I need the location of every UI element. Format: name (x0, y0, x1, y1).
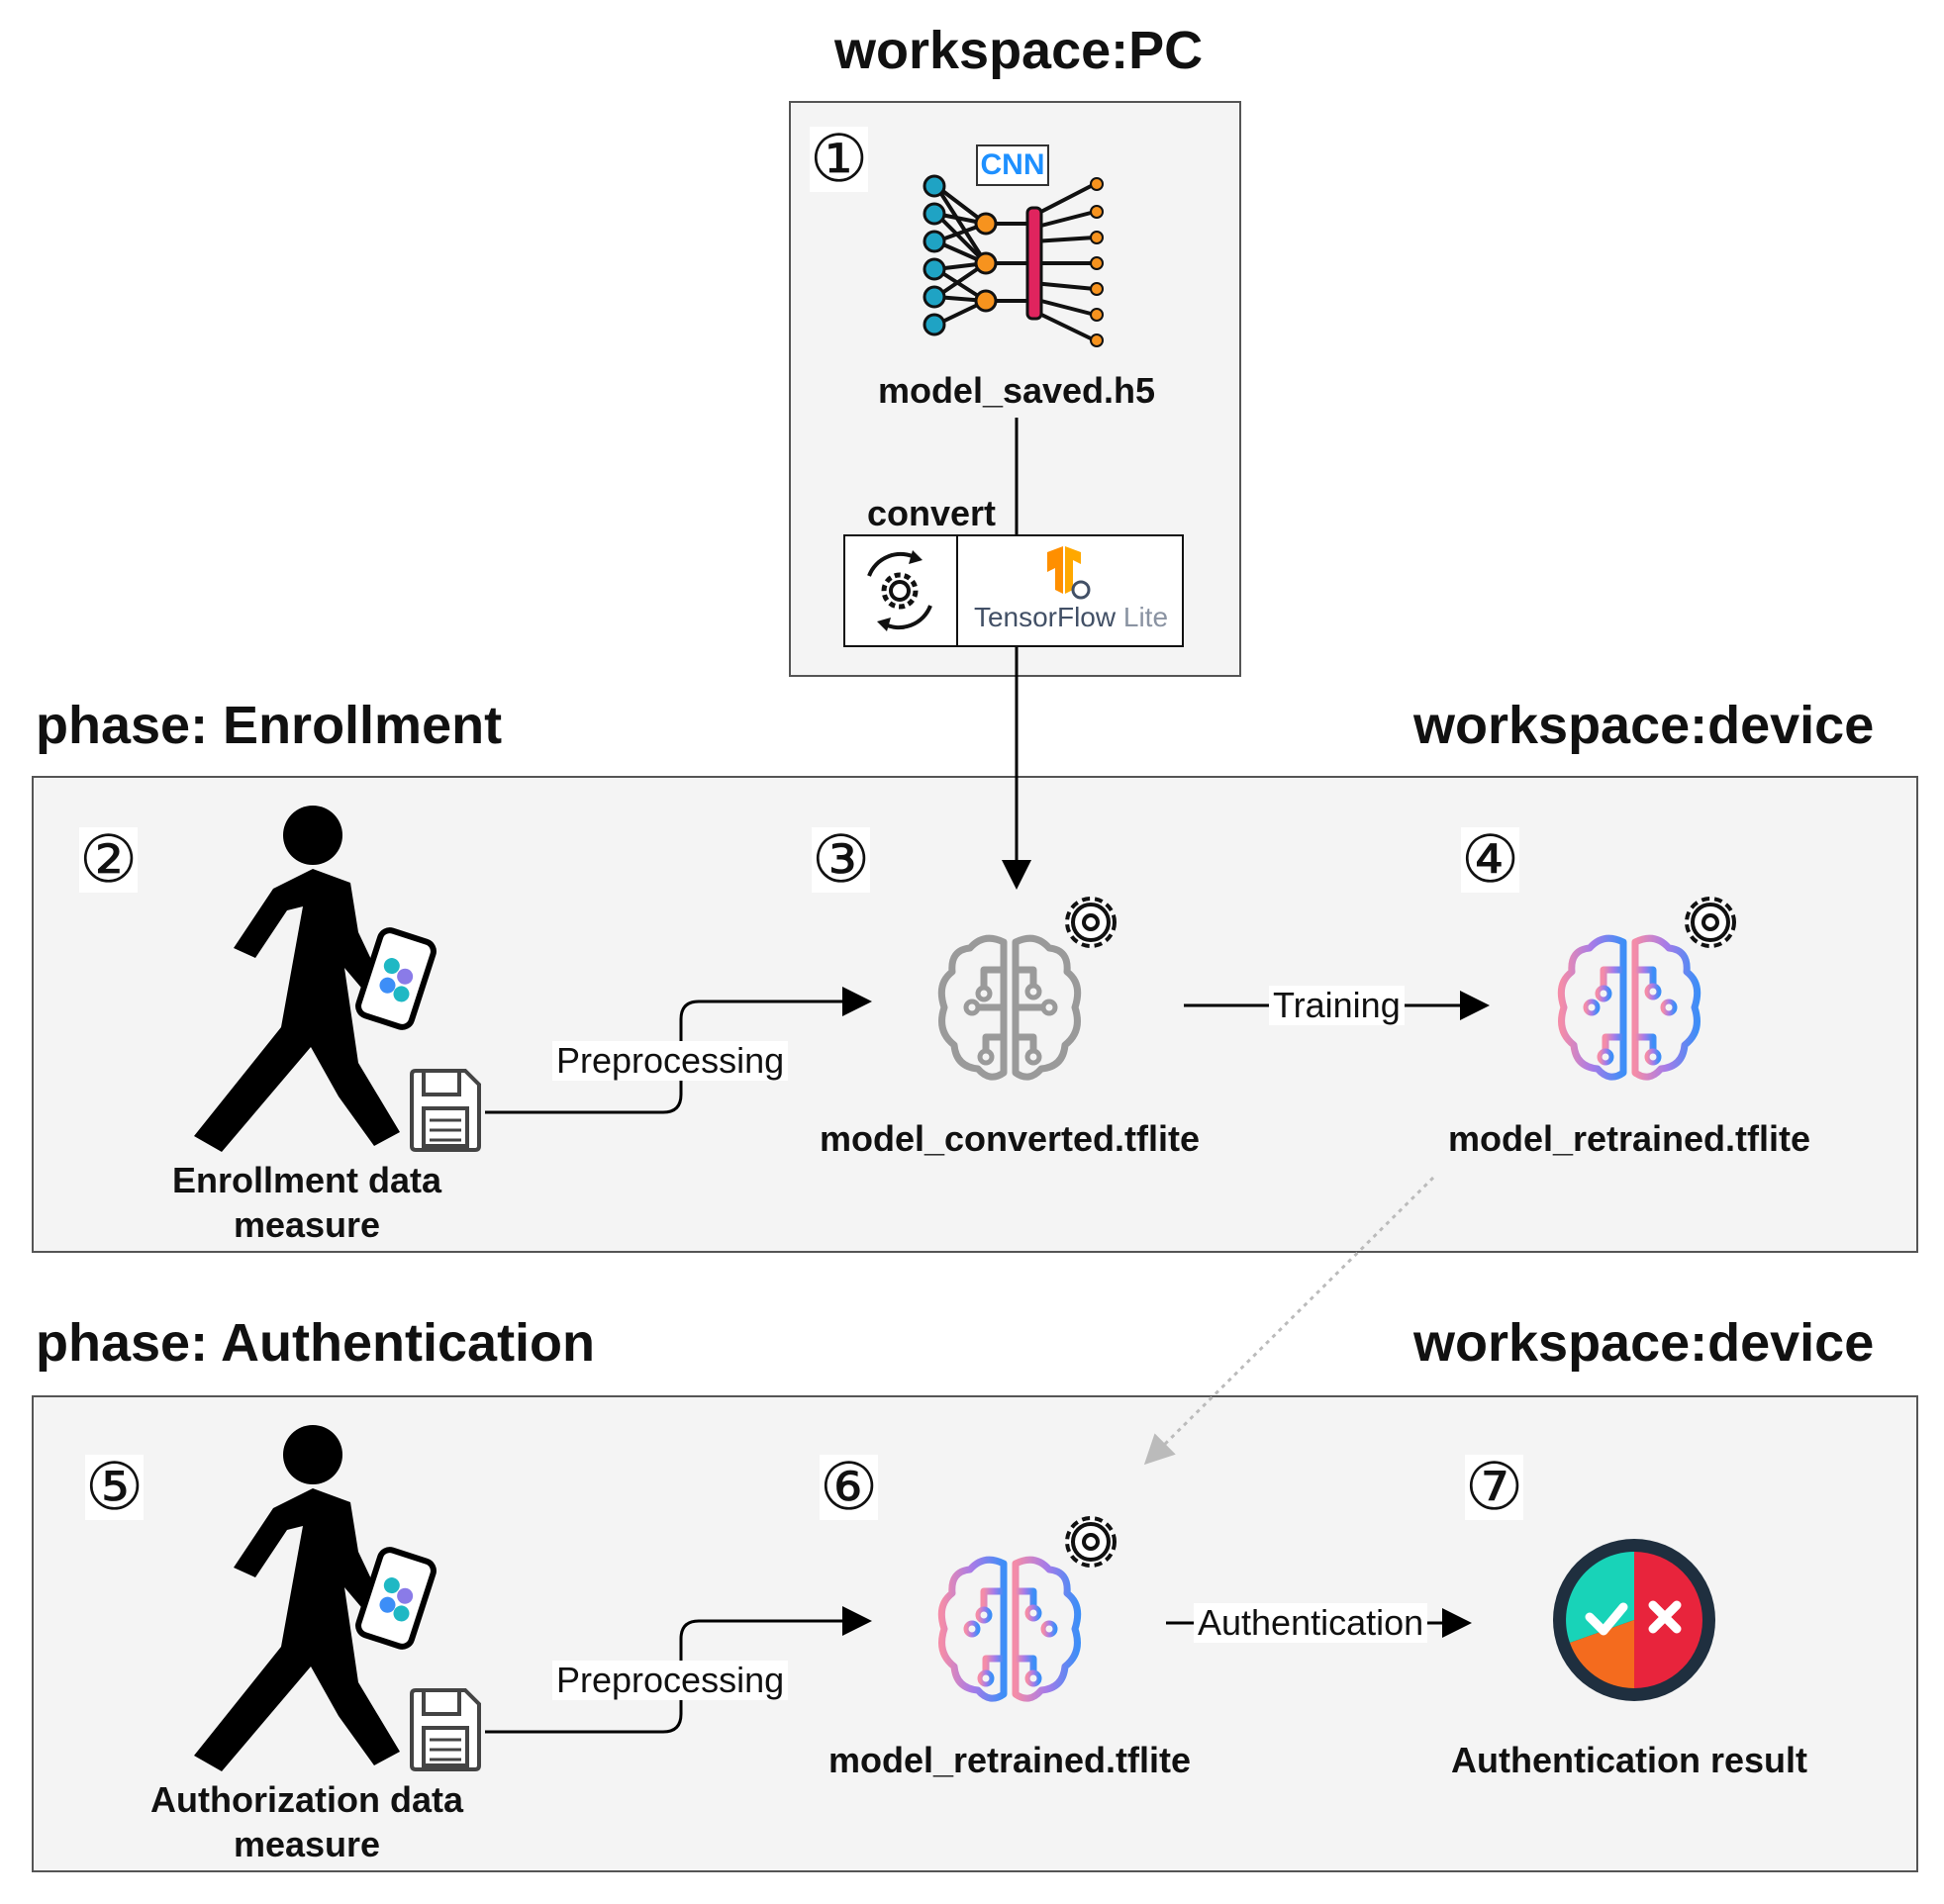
authentication-preprocessing-label: Preprocessing (552, 1661, 789, 1700)
convert-gear-icon (867, 550, 932, 631)
model-saved-label: model_saved.h5 (877, 370, 1156, 411)
step-1-number: ① (810, 121, 869, 197)
training-label: Training (1269, 986, 1405, 1025)
step-3-number: ③ (812, 821, 871, 898)
brain-retrained-icon (937, 1556, 1082, 1702)
enrollment-data-label-line2: measure (233, 1204, 381, 1245)
step-7-number: ⑦ (1465, 1449, 1524, 1525)
floppy-disk-icon (410, 1688, 481, 1771)
walking-person-icon (194, 806, 437, 1152)
workspace-pc-heading: workspace:PC (834, 21, 1204, 80)
walking-person-icon (194, 1425, 437, 1771)
authentication-result-label: Authentication result (1450, 1740, 1808, 1780)
authorization-data-label-line2: measure (233, 1824, 381, 1864)
brain-converted-icon (937, 934, 1082, 1081)
enrollment-data-label: Enrollment data measure (139, 1158, 475, 1247)
model-retrained-label: model_retrained.tflite (1447, 1118, 1811, 1159)
authorization-data-label-line1: Authorization data (150, 1779, 463, 1820)
authentication-result-icon (1553, 1539, 1715, 1701)
step-5-number: ⑤ (85, 1449, 145, 1525)
neural-network-icon (923, 174, 1104, 347)
step-4-number: ④ (1461, 821, 1520, 898)
settings-gear-icon (1065, 1516, 1117, 1568)
enrollment-workspace-heading: workspace:device (1413, 696, 1875, 755)
tensorflow-name: TensorFlow (973, 602, 1117, 632)
enrollment-preprocessing-label: Preprocessing (552, 1041, 789, 1081)
retrained-to-auth-dotted-arrow (1143, 1176, 1435, 1466)
tensorflow-logo-icon (1047, 546, 1091, 600)
settings-gear-icon (1685, 897, 1736, 948)
cnn-tag: CNN (976, 144, 1049, 186)
tensorflow-suffix: Lite (1122, 602, 1169, 632)
floppy-disk-icon (410, 1069, 481, 1152)
enrollment-data-label-line1: Enrollment data (171, 1160, 442, 1200)
settings-gear-icon (1065, 897, 1117, 948)
step-2-number: ② (79, 821, 139, 898)
auth-model-retrained-label: model_retrained.tflite (827, 1740, 1192, 1780)
enrollment-phase-heading: phase: Enrollment (36, 696, 503, 755)
authentication-phase-heading: phase: Authentication (36, 1313, 596, 1373)
model-converted-label: model_converted.tflite (819, 1118, 1201, 1159)
cnn-tag-label: CNN (980, 148, 1045, 181)
convert-label: convert (867, 493, 997, 533)
converter-divider (956, 536, 958, 645)
authorization-data-label: Authorization data measure (119, 1777, 495, 1866)
brain-retrained-icon (1557, 934, 1701, 1081)
tensorflow-lite-label: TensorFlow Lite (962, 602, 1180, 633)
authentication-label: Authentication (1194, 1603, 1428, 1643)
converter-box: TensorFlow Lite (843, 534, 1184, 647)
authentication-workspace-heading: workspace:device (1413, 1313, 1875, 1373)
step-6-number: ⑥ (820, 1449, 879, 1525)
